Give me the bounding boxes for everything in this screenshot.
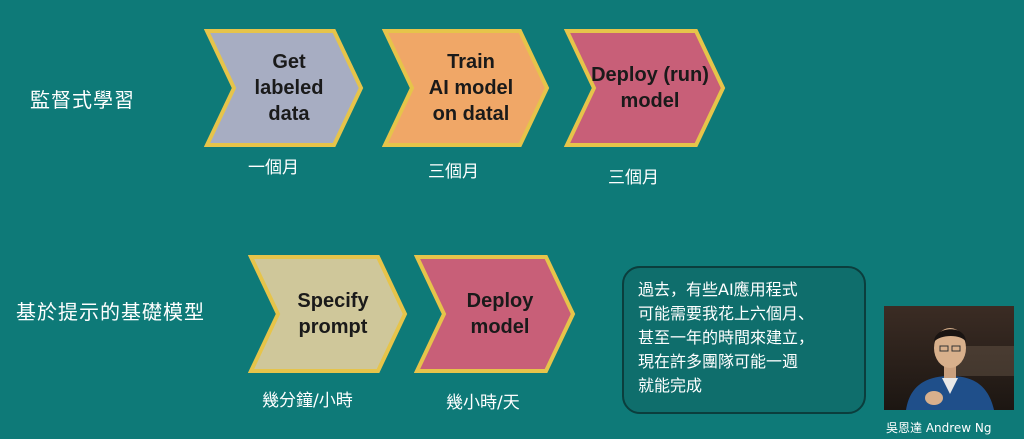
- note-line: 甚至一年的時間來建立，: [638, 328, 815, 347]
- duration-label: 一個月: [248, 158, 299, 178]
- chevron-get-labeled-data: Get labeled data: [204, 28, 364, 148]
- duration-label: 幾分鐘/小時: [262, 391, 353, 411]
- duration-label: 三個月: [608, 168, 659, 188]
- chevron-shape: [564, 29, 726, 147]
- note-callout: 過去，有些AI應用程式 可能需要我花上六個月、 甚至一年的時間來建立， 現在許多…: [622, 266, 866, 414]
- duration-label: 三個月: [428, 162, 479, 182]
- chevron-label: Deploy model: [466, 290, 534, 338]
- chevron-label: Train AI model on datal: [428, 51, 514, 125]
- row-label-supervised: 監督式學習: [30, 88, 135, 112]
- duration-label: 幾小時/天: [446, 393, 520, 413]
- row-label-prompt-based: 基於提示的基礎模型: [16, 300, 205, 324]
- note-line: 可能需要我花上六個月、: [638, 304, 815, 323]
- chevron-shape: [382, 29, 550, 147]
- chevron-label: Get labeled data: [254, 51, 324, 125]
- chevron-shape: [248, 255, 408, 373]
- chevron-deploy-run-model: Deploy (run) model: [564, 28, 726, 148]
- note-line: 現在許多團隊可能一週: [638, 352, 799, 371]
- speaker-figure: [884, 306, 1014, 410]
- speaker-video: [884, 306, 1014, 410]
- chevron-label: Deploy (run) model: [591, 64, 709, 112]
- note-line: 就能完成: [638, 376, 703, 395]
- speaker-caption: 吳恩達 Andrew Ng: [886, 421, 992, 435]
- chevron-deploy-model: Deploy model: [414, 254, 576, 374]
- chevron-shape: [414, 255, 576, 373]
- chevron-shape: [204, 29, 364, 147]
- chevron-train-model: Train AI model on datal: [382, 28, 550, 148]
- chevron-specify-prompt: Specify prompt: [248, 254, 408, 374]
- chevron-label: Specify prompt: [297, 290, 369, 338]
- note-line: 過去，有些AI應用程式: [638, 280, 798, 299]
